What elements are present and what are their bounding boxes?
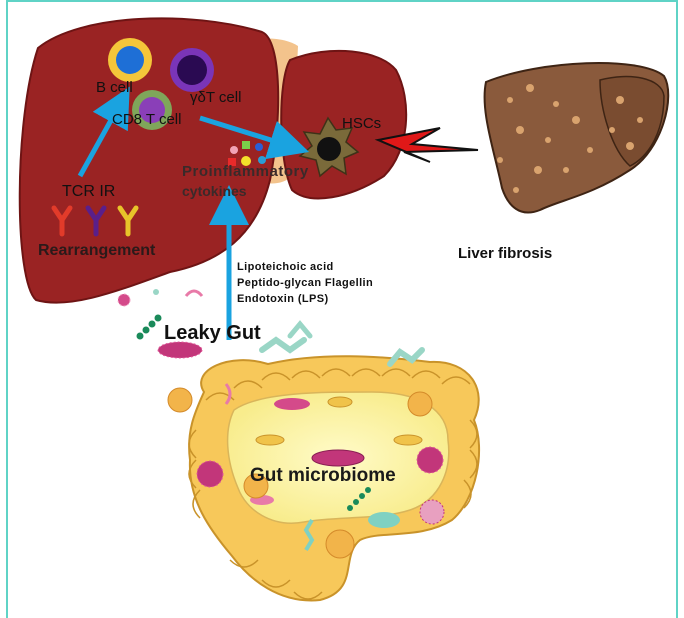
fibrotic-liver-illustration bbox=[485, 63, 669, 212]
b-cell-label: B cell bbox=[96, 80, 133, 95]
b-cell-icon bbox=[108, 38, 152, 82]
hscs-label: HSCs bbox=[342, 116, 381, 131]
peptidoglycan-flagellin-label: Peptido-glycan Flagellin bbox=[237, 278, 373, 289]
rearrangement-label: Rearrangement bbox=[38, 243, 155, 259]
cd8-t-cell-label: CD8 T cell bbox=[112, 112, 181, 127]
gut-microbiome-label: Gut microbiome bbox=[250, 466, 396, 485]
lipoteichoic-acid-label: Lipoteichoic acid bbox=[237, 262, 334, 273]
gamma-delta-t-cell-icon bbox=[170, 48, 214, 92]
leaky-gut-label: Leaky Gut bbox=[164, 323, 261, 343]
endotoxin-label: Endotoxin (LPS) bbox=[237, 294, 329, 305]
liver-illustration bbox=[20, 18, 406, 302]
liver-fibrosis-label: Liver fibrosis bbox=[458, 246, 552, 261]
proinflammatory-label: Proinflammatory bbox=[182, 164, 309, 179]
gamma-delta-t-cell-label: γδT cell bbox=[190, 90, 241, 105]
tcr-ir-label: TCR IR bbox=[62, 184, 115, 200]
cytokines-label: cytokines bbox=[182, 184, 247, 198]
